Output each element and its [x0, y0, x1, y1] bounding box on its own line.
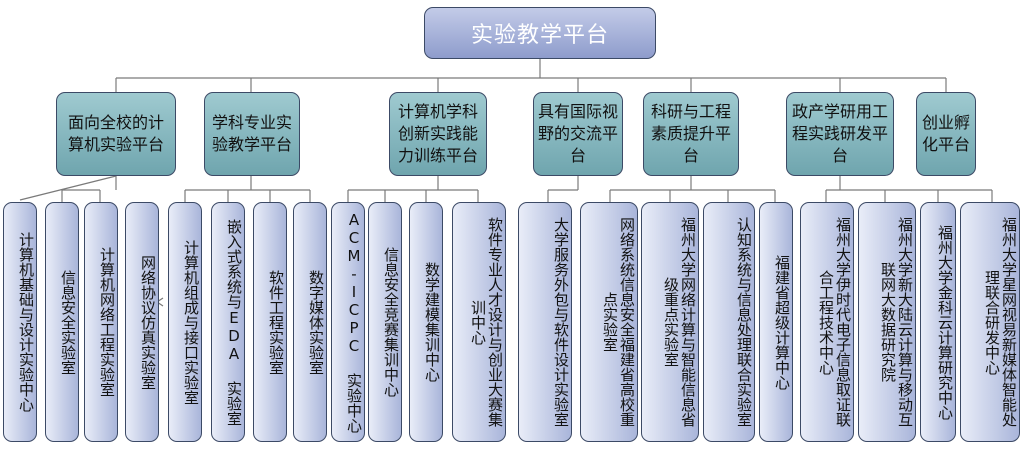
lab-node: 计算机基础与设计实验中心: [3, 202, 37, 442]
lab-node: 计算机组成与接口实验室: [168, 202, 202, 442]
root-node: 实验教学平台: [424, 7, 656, 59]
platform-incubation: 创业孵化平台: [916, 92, 976, 176]
lab-node: 网络系统信息安全福建省高校重点实验室: [580, 202, 638, 442]
lab-node: 软件专业人才设计与创业大赛集训中心: [452, 202, 506, 442]
lab-node: 福建省超级计算中心: [759, 202, 793, 442]
lab-node: 认知系统与信息处理联合实验室: [703, 202, 755, 442]
platform-industry: 政产学研用工程实践研发平台: [786, 92, 894, 176]
lab-node: 福州大学新大陆云计算与移动互联网大数据研究院: [858, 202, 916, 442]
lab-node: 软件工程实验室: [253, 202, 287, 442]
lab-node: 数学建模集训中心: [409, 202, 443, 442]
lab-node: 福州大学网络计算与智能信息省级重点实验室: [641, 202, 699, 442]
lab-node: ACM-ICPC 实验中心: [331, 202, 365, 442]
platform-discipline: 学科专业实验教学平台: [204, 92, 300, 176]
lab-node: 信息安全实验室: [45, 202, 79, 442]
lab-node: 大学服务外包与软件设计实验室: [518, 202, 572, 442]
lab-node: 信息安全竞赛集训中心: [368, 202, 402, 442]
lab-node: 网络协议仿真实验室: [125, 202, 159, 442]
platform-school-wide: 面向全校的计算机实验平台: [56, 92, 176, 176]
lab-node: 福州大学伊时代电子信息取证联合工程技术中心: [800, 202, 854, 442]
lab-node: 数字媒体实验室: [293, 202, 327, 442]
platform-innovation: 计算机学科创新实践能力训练平台: [389, 92, 487, 176]
lab-node: 福州大学星网视易新媒体智能处理联合研发中心: [960, 202, 1020, 442]
lab-node: 嵌入式系统与EDA 实验室: [211, 202, 245, 442]
lab-node: 福州大学金科云计算研究中心: [920, 202, 956, 442]
platform-international: 具有国际视野的交流平台: [533, 92, 623, 176]
platform-research: 科研与工程素质提升平台: [643, 92, 739, 176]
lab-node: 计算机网络工程实验室: [84, 202, 118, 442]
